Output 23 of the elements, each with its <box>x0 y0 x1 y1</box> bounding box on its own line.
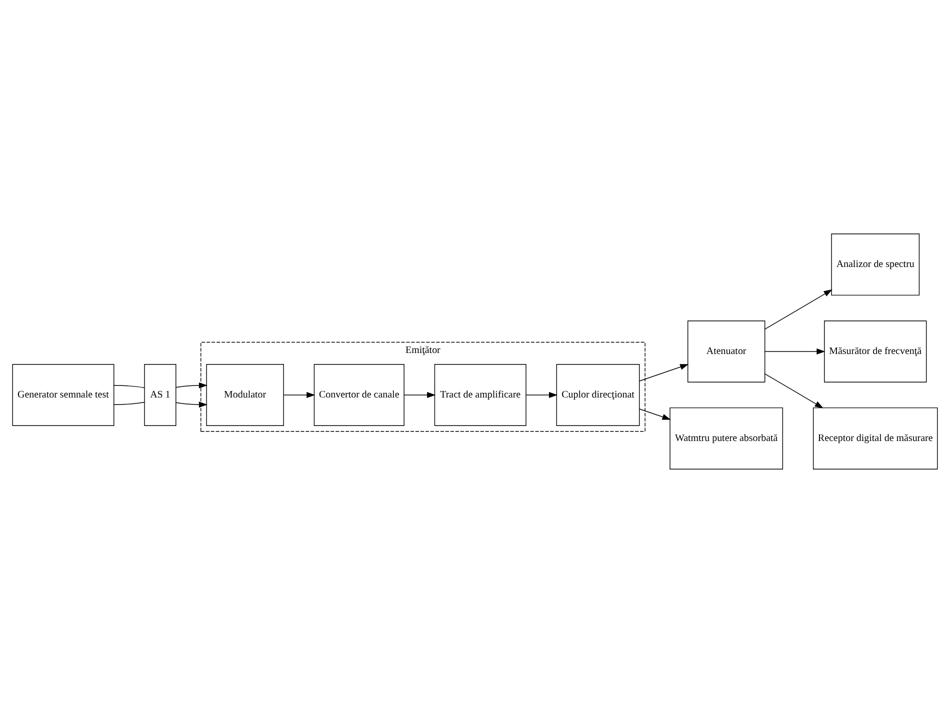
arrow <box>764 348 825 354</box>
node-box: Analizor de spectru <box>830 233 920 296</box>
arrow <box>764 372 823 408</box>
node-box: AS 1 <box>144 363 176 426</box>
node-box: Modulator <box>206 363 284 426</box>
arrow <box>638 408 670 420</box>
node-box: Convertor de canale <box>313 363 404 426</box>
arrow <box>764 288 832 330</box>
node-box: Cuplor direcţionat <box>556 363 640 426</box>
node-box: Receptor digital de măsurare <box>812 406 938 469</box>
arrow <box>638 364 688 381</box>
node-box: Tract de amplificare <box>434 363 526 426</box>
arrow <box>403 392 436 398</box>
node-box: Generator semnale test <box>12 363 114 426</box>
arrow <box>282 392 315 398</box>
node-box: Atenuator <box>686 320 765 382</box>
connector <box>113 384 144 388</box>
arrow <box>175 382 208 388</box>
node-box: Watmtru putere absorbată <box>669 406 783 469</box>
connector <box>113 401 144 404</box>
node-box: Măsurător de frecvenţă <box>824 320 926 382</box>
arrow <box>175 401 208 408</box>
arrow <box>525 392 558 398</box>
